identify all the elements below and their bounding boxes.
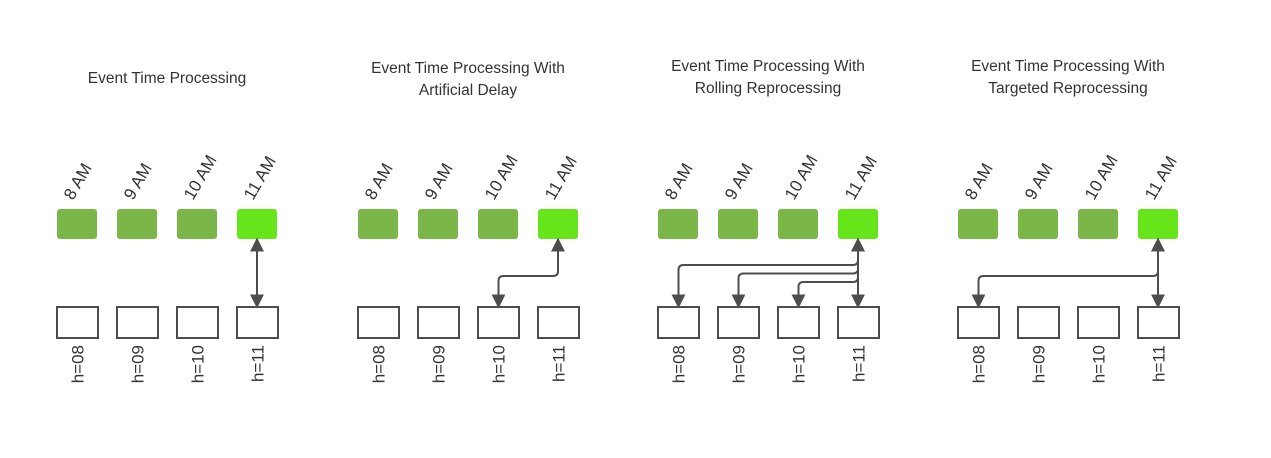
partition-box [837, 306, 880, 339]
hour-label: 10 AM [180, 152, 221, 203]
hour-label: 9 AM [120, 160, 156, 203]
partition-label: h=10 [189, 345, 208, 383]
hour-block-active [538, 209, 578, 239]
partition-box [236, 306, 279, 339]
hour-block [358, 209, 398, 239]
partition-box [357, 306, 400, 339]
partition-box [56, 306, 99, 339]
panel-title-line: Event Time Processing With [971, 58, 1165, 75]
hour-label: 9 AM [1021, 160, 1057, 203]
hour-block [778, 209, 818, 239]
hour-block [658, 209, 698, 239]
partition-box [777, 306, 820, 339]
partition-label: h=08 [370, 345, 389, 383]
partition-label: h=08 [670, 345, 689, 383]
panel-title-line: Targeted Reprocessing [988, 80, 1147, 97]
panel-title-line: Event Time Processing With [671, 58, 865, 75]
partition-label: h=09 [1030, 345, 1049, 383]
partition-box [176, 306, 219, 339]
partition-box [477, 306, 520, 339]
hour-block [718, 209, 758, 239]
hour-block-active [237, 209, 277, 239]
connector-to-h=10 [491, 237, 565, 309]
hour-label: 10 AM [481, 152, 522, 203]
partition-box [957, 306, 1000, 339]
panel-1: Event Time Processing 8 AM 9 AM 10 AM 11 AM h… [56, 70, 280, 383]
hour-block [418, 209, 458, 239]
hour-block-active [1138, 209, 1178, 239]
partition-box [417, 306, 460, 339]
hour-label: 11 AM [841, 153, 881, 203]
hour-label: 8 AM [661, 160, 697, 203]
hour-block [1078, 209, 1118, 239]
partition-box [116, 306, 159, 339]
partition-box [657, 306, 700, 339]
partition-label: h=09 [430, 345, 449, 383]
partition-box [1077, 306, 1120, 339]
hour-block [117, 209, 157, 239]
hour-label: 9 AM [721, 160, 757, 203]
hour-block [177, 209, 217, 239]
partition-box [1017, 306, 1060, 339]
hour-label: 9 AM [421, 160, 457, 203]
partition-label: h=11 [249, 345, 268, 382]
hour-label: 11 AM [240, 153, 280, 203]
hour-block-active [838, 209, 878, 239]
partition-label: h=10 [790, 345, 809, 383]
panel-title-line: Event Time Processing [88, 70, 247, 87]
partition-label: h=11 [850, 345, 869, 382]
hour-label: 10 AM [781, 152, 822, 203]
hour-label: 8 AM [961, 160, 997, 203]
hour-label: 10 AM [1081, 152, 1122, 203]
hour-label: 8 AM [361, 160, 397, 203]
partition-box [537, 306, 580, 339]
hour-label: 8 AM [60, 160, 96, 203]
hour-block [1018, 209, 1058, 239]
partition-label: h=08 [970, 345, 989, 383]
partition-label: h=10 [490, 345, 509, 383]
partition-label: h=11 [550, 345, 569, 382]
hour-label: 11 AM [541, 153, 581, 203]
partition-label: h=11 [1150, 345, 1169, 382]
partition-label: h=10 [1090, 345, 1109, 383]
panel-title-line: Event Time Processing With [371, 60, 565, 77]
partition-label: h=09 [129, 345, 148, 383]
partition-box [717, 306, 760, 339]
hour-block [958, 209, 998, 239]
panel-title-line: Artificial Delay [419, 82, 517, 99]
hour-label: 11 AM [1141, 153, 1181, 203]
partition-box [1137, 306, 1180, 339]
hour-block [478, 209, 518, 239]
partition-label: h=09 [730, 345, 749, 383]
hour-block [57, 209, 97, 239]
connector-to-h=08 [971, 237, 1165, 309]
partition-label: h=08 [69, 345, 88, 383]
panel-title-line: Rolling Reprocessing [695, 80, 841, 97]
